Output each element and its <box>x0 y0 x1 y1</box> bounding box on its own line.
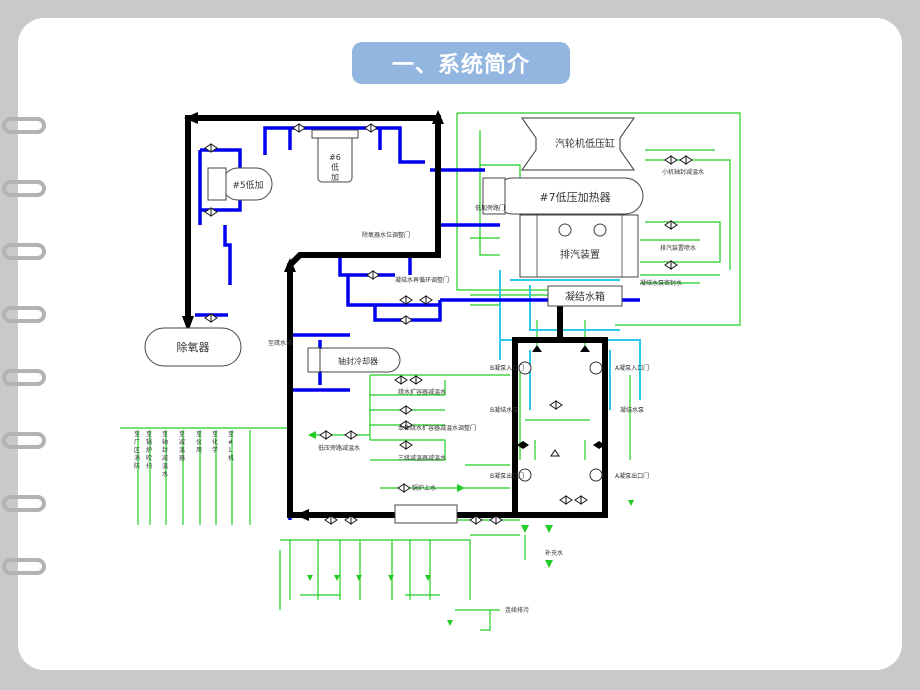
vertical-branch-label: 至 <box>196 431 202 438</box>
vertical-branch-label: 减 <box>162 454 168 462</box>
heater-bypass-label: 低加旁路门 <box>475 204 505 212</box>
bottom-branches <box>289 540 440 600</box>
vertical-branch-label: 扫 <box>146 462 152 470</box>
vertical-branch-label: 温 <box>179 446 185 454</box>
vertical-branch-label: 消 <box>134 454 140 462</box>
hotwell-valve-label: 凝结水再循环调整门 <box>395 276 449 284</box>
boiler-label: 锅炉上水 <box>412 484 436 492</box>
binder-ring <box>2 306 46 323</box>
vertical-branch-label: 学 <box>212 446 218 454</box>
binder-ring <box>2 432 46 449</box>
cooling-label: 三级减温器减温水 <box>398 454 446 462</box>
vertical-branch-label: 机 <box>228 454 234 462</box>
pump-a-out-label: A凝泵出口门 <box>615 472 649 480</box>
vertical-branch-label: 吹 <box>146 454 152 462</box>
exhaust-device: 排汽装置 <box>519 214 639 278</box>
heater-7: #7低压加热器 <box>482 177 644 215</box>
vertical-branch-label: 温 <box>162 462 168 470</box>
turbine-label: 汽轮机低压缸 <box>555 137 615 150</box>
vertical-branch-label: 炉 <box>146 446 152 454</box>
vertical-branch-label: 减 <box>179 438 185 446</box>
vent-label: 至疏水箱 <box>268 339 292 347</box>
main-condensate-line <box>185 115 608 518</box>
sealwater-label: 凝结水泵密封水 <box>640 279 682 287</box>
pump-b-out-label: B凝泵出口门 <box>490 472 524 480</box>
vertical-branch-label: 至 <box>228 431 234 438</box>
gland-cooler-label: 轴封冷却器 <box>338 356 378 366</box>
pump-b: B凝泵入口门 B凝泵出口门 <box>490 361 532 482</box>
gland-cooler: 轴封冷却器 <box>307 347 401 373</box>
small-turbine-label: 小机轴封减温水 <box>662 168 704 176</box>
vertical-branch-label: 至 <box>162 431 168 438</box>
exhaust-spray-label: 排汽装置喷水 <box>660 244 696 252</box>
lp-bypass-label: 低压旁路减温水 <box>318 444 360 452</box>
vertical-branch-label: 区 <box>134 447 140 454</box>
vertical-branch-label: 防 <box>134 462 140 470</box>
recirc-label: 除氧器水位调整门 <box>362 231 410 239</box>
valves <box>204 123 693 525</box>
binder-ring <box>2 180 46 197</box>
deaerator: 除氧器 <box>144 327 242 367</box>
binder-ring <box>2 495 46 512</box>
deaerator-label: 除氧器 <box>177 340 210 354</box>
vertical-branch-label: 用 <box>196 447 202 454</box>
turbine-lp-casing: 汽轮机低压缸 <box>521 117 635 171</box>
pump-b-in-label: B凝泵入口门 <box>490 364 524 372</box>
vertical-branch-label: 封 <box>162 446 168 454</box>
heater-5: #5低加 <box>207 167 273 201</box>
pump-b-label: B凝结水泵 <box>490 406 518 414</box>
vertical-branch-label: 器 <box>179 455 185 462</box>
pump-a: A凝泵入口门 A凝泵出口门 <box>589 361 649 482</box>
vertical-branch-label: 水 <box>162 470 168 478</box>
binder-ring <box>2 117 46 134</box>
vertical-branch-label: 化 <box>212 438 218 446</box>
vertical-branch-label: 锅 <box>146 438 152 446</box>
green-arrows <box>307 431 634 626</box>
filter-box <box>394 504 458 524</box>
vertical-branch-label: 厂 <box>134 439 140 446</box>
vertical-branch-label: 至 <box>134 431 140 438</box>
continuous-label: 连续排污 <box>505 606 529 614</box>
hotwell-label: 凝结水箱 <box>565 290 605 303</box>
vertical-branch-label: 1 <box>228 447 232 454</box>
vertical-branch-label: 仪 <box>196 439 202 446</box>
vertical-branch-label: 至 <box>212 431 218 438</box>
pump-a-in-label: A凝泵入口门 <box>615 364 649 372</box>
binder-ring <box>2 558 46 575</box>
left-vertical-branches <box>137 430 251 525</box>
drain-tank-label: 疏水扩容器减温水 <box>398 388 446 396</box>
flow-arrows <box>182 110 444 521</box>
heater6-label-a: #6 <box>329 153 341 162</box>
vertical-branch-label: 至 <box>179 431 185 438</box>
vertical-branch-label: 至 <box>146 431 152 438</box>
binder-ring <box>2 369 46 386</box>
exhaust-label: 排汽装置 <box>560 248 600 261</box>
slide-title: 一、系统简介 <box>352 42 570 84</box>
heater6-label-c: 加 <box>331 172 339 182</box>
makeup-label: 补充水 <box>545 549 563 557</box>
heater7-label: #7低压加热器 <box>539 191 610 204</box>
pump-a-label: 凝结水泵 <box>620 406 644 414</box>
vertical-branch-label: # <box>228 439 233 446</box>
pump-valves <box>517 345 605 449</box>
heater6-label-b: 低 <box>331 162 339 172</box>
hotwell: 凝结水箱 <box>547 285 623 307</box>
heater5-label: #5低加 <box>232 179 263 191</box>
vertical-branch-label: 轴 <box>162 438 168 446</box>
hp-bypass-label: 本体疏水扩容器减温水调整门 <box>398 424 476 432</box>
heater-6: #6 低 加 <box>311 129 359 183</box>
binder-ring <box>2 243 46 260</box>
